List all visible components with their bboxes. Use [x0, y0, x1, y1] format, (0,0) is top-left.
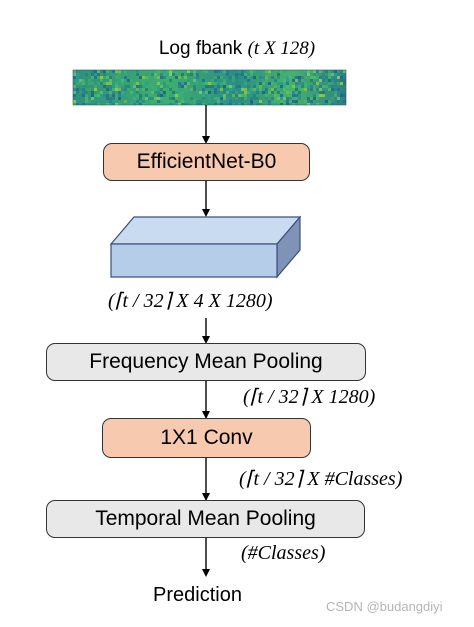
input-title-row: Log fbank (t X 128) — [0, 38, 474, 60]
conv-block: 1X1 Conv — [102, 418, 311, 458]
backbone-output-shape: (⌈t / 32⌉ X 4 X 1280) — [108, 290, 273, 312]
spectrogram-image — [72, 69, 347, 106]
input-shape: (t X 128) — [247, 38, 316, 59]
efficientnet-label: EfficientNet-B0 — [136, 150, 277, 173]
freqpool-output-shape: (⌈t / 32⌉ X 1280) — [243, 386, 376, 408]
input-title: Log fbank — [158, 38, 243, 59]
frequency-pooling-label: Frequency Mean Pooling — [89, 350, 323, 373]
feature-tensor-block — [109, 215, 302, 279]
conv-label: 1X1 Conv — [160, 426, 253, 449]
efficientnet-block: EfficientNet-B0 — [103, 143, 310, 181]
temporal-pooling-block: Temporal Mean Pooling — [46, 500, 365, 538]
temporalpool-output-shape: (#Classes) — [241, 542, 326, 564]
watermark: CSDN @budangdiyi — [326, 599, 443, 614]
conv-output-shape: (⌈t / 32⌉ X #Classes) — [239, 468, 403, 490]
frequency-pooling-block: Frequency Mean Pooling — [46, 343, 366, 381]
temporal-pooling-label: Temporal Mean Pooling — [95, 507, 316, 530]
prediction-label: Prediction — [153, 584, 242, 606]
